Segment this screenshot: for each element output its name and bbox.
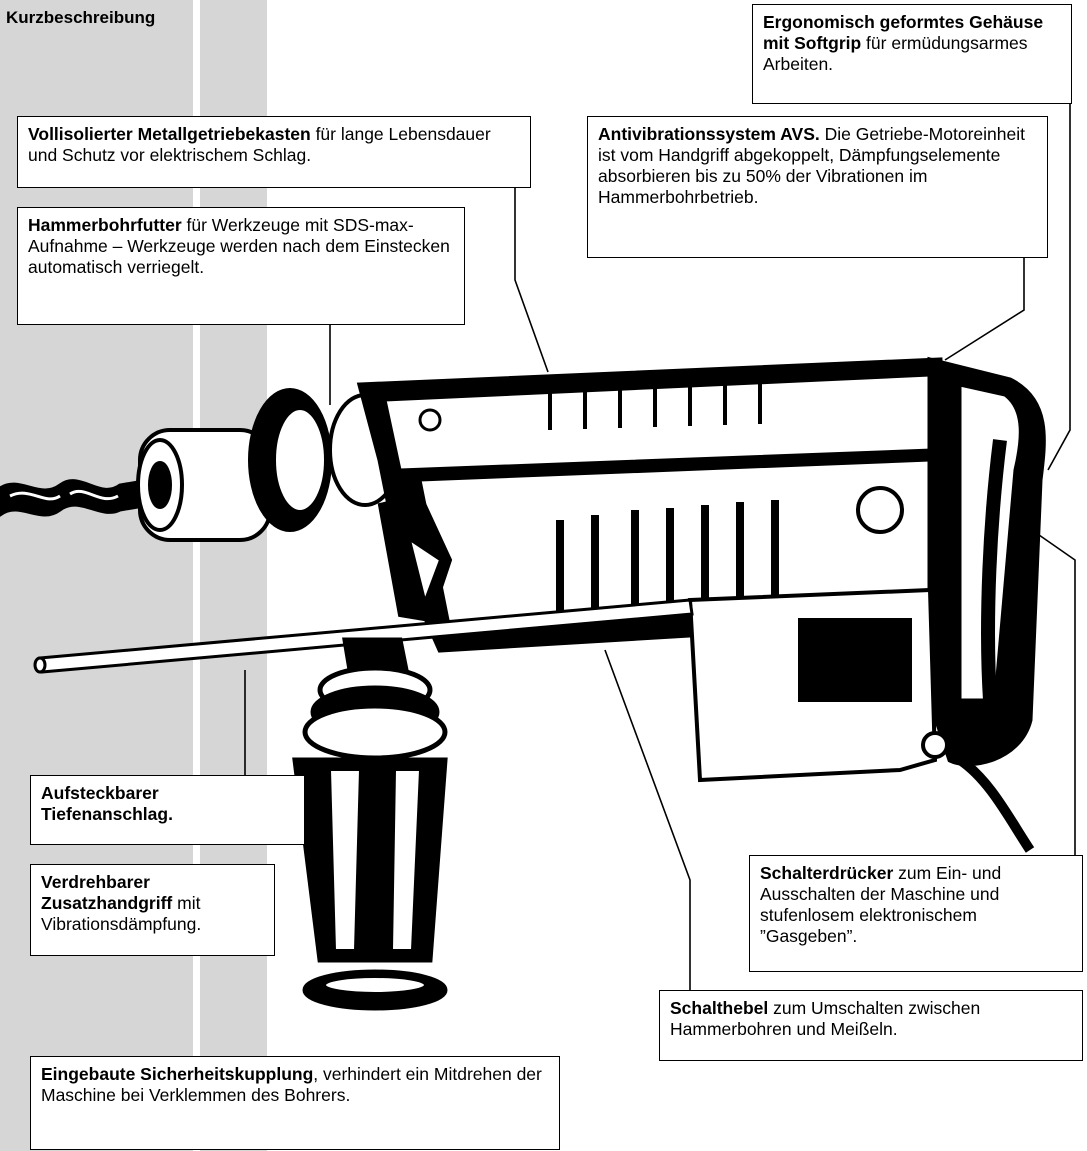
drill-bit bbox=[0, 478, 152, 517]
chuck bbox=[136, 388, 402, 542]
callout-tiefen-term: Aufsteckbarer Tiefenanschlag. bbox=[41, 783, 173, 824]
callout-avs: Antivibrationssystem AVS. Die Getriebe-M… bbox=[587, 116, 1048, 258]
callout-hebel-term: Schalthebel bbox=[670, 998, 769, 1018]
leader-hebel bbox=[604, 649, 691, 990]
callout-zusatz-term: Verdrehbarer Zusatzhandgriff bbox=[41, 872, 173, 913]
depth-stop bbox=[33, 598, 694, 674]
leader-softgrip bbox=[1047, 104, 1071, 471]
gear-housing bbox=[356, 357, 948, 653]
leader-metall bbox=[514, 188, 549, 373]
callout-kupplung-text: , verhindert ein Mitdrehen der Maschine … bbox=[41, 1064, 542, 1105]
callout-schalthebel: Schalthebel zum Umschalten zwischen Hamm… bbox=[659, 990, 1083, 1061]
callout-metall-text: für lange Lebensdauer und Schutz vor ele… bbox=[28, 124, 491, 165]
callout-softgrip-text: für ermüdungsarmes Arbeiten. bbox=[763, 33, 1028, 74]
callout-futter-term: Hammerbohrfutter bbox=[28, 215, 182, 235]
auxiliary-handle bbox=[292, 637, 448, 1011]
callout-zusatz-text: mit Vibrationsdämpfung. bbox=[41, 893, 202, 934]
gray-margin-strip-inner bbox=[200, 0, 267, 1151]
section-heading: Kurzbeschreibung bbox=[6, 8, 156, 27]
mode-lever bbox=[358, 492, 453, 623]
callout-softgrip-term: Ergonomisch geformtes Gehäuse mit Softgr… bbox=[763, 12, 1044, 53]
callout-sicherheitskupplung: Eingebaute Sicherheitskupplung, verhinde… bbox=[30, 1056, 560, 1150]
cooling-fins bbox=[548, 379, 779, 615]
margin-gap bbox=[193, 0, 200, 1151]
callout-avs-text: Die Getriebe-Motoreinheit ist vom Handgr… bbox=[598, 124, 1025, 207]
callout-softgrip: Ergonomisch geformtes Gehäuse mit Softgr… bbox=[752, 4, 1072, 104]
callout-zusatzhandgriff: Verdrehbarer Zusatzhandgriff mit Vibrati… bbox=[30, 864, 275, 956]
callout-schalter-text: zum Ein- und Ausschalten der Maschine un… bbox=[760, 863, 1002, 946]
side-handle-thread bbox=[856, 486, 904, 534]
motor-housing bbox=[687, 587, 1035, 853]
leader-avs bbox=[944, 258, 1025, 361]
gray-margin-strip bbox=[0, 0, 193, 1151]
callout-avs-term: Antivibrationssystem AVS. bbox=[598, 124, 820, 144]
callout-metallgetriebekasten: Vollisolierter Metallgetriebekasten für … bbox=[17, 116, 531, 188]
callout-hebel-text: zum Umschalten zwischen Hammerbohren und… bbox=[670, 998, 981, 1039]
callout-futter-text: für Werkzeuge mit SDS-max-Aufnahme – Wer… bbox=[28, 215, 450, 277]
callout-kupplung-term: Eingebaute Sicherheitskupplung bbox=[41, 1064, 314, 1084]
rear-handle bbox=[927, 356, 1046, 767]
callout-hammerbohrfutter: Hammerbohrfutter für Werkzeuge mit SDS-m… bbox=[17, 207, 465, 325]
callout-schalter-term: Schalterdrücker bbox=[760, 863, 894, 883]
callout-schalterdruecker: Schalterdrücker zum Ein- und Ausschalten… bbox=[749, 855, 1083, 972]
callout-tiefenanschlag: Aufsteckbarer Tiefenanschlag. bbox=[30, 775, 305, 845]
callout-metall-term: Vollisolierter Metallgetriebekasten bbox=[28, 124, 311, 144]
